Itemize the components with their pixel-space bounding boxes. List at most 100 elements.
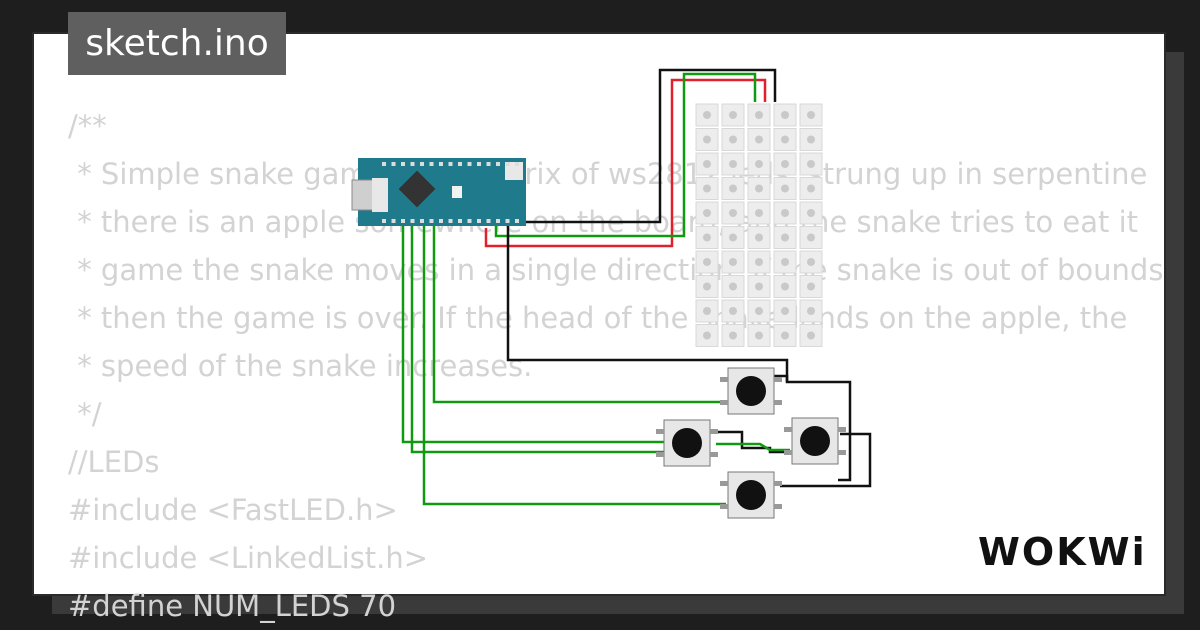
nano-pin (429, 219, 434, 223)
led-pixel-dot (729, 135, 737, 144)
nano-pin (391, 162, 396, 166)
nano-pin (477, 162, 481, 166)
wire-red (484, 78, 767, 248)
led-pixel-dot (729, 111, 737, 119)
led-pixel-dot (755, 307, 763, 315)
led-pixel-dot (781, 331, 789, 340)
code-line: #define NUM_LEDS 70 (68, 589, 397, 623)
led-pixel-dot (703, 258, 711, 266)
code-line: #include <FastLED.h> (68, 493, 398, 527)
wire-green (422, 224, 726, 506)
nano-pin (382, 219, 386, 223)
nano-pin (505, 219, 510, 223)
led-pixel-dot (729, 331, 737, 340)
led-pixel-dot (807, 258, 815, 266)
led-pixel-dot (755, 209, 763, 217)
nano-pin (496, 162, 500, 166)
led-pixel-dot (703, 307, 711, 315)
led-pixel-dot (781, 111, 789, 119)
wokwi-logo: WOKWi (978, 530, 1147, 574)
nano-pin (429, 162, 434, 166)
wire-green (401, 224, 664, 444)
wire-black (770, 374, 789, 382)
pushbutton-icon[interactable] (720, 367, 782, 415)
code-line: */ (68, 397, 102, 431)
nano-pin (448, 162, 453, 166)
led-pixel-dot (755, 258, 763, 266)
led-matrix-icon[interactable] (695, 103, 823, 347)
code-card: /** * Simple snake game on a matrix of w… (34, 34, 1164, 623)
led-pixel-dot (755, 233, 763, 242)
led-pixel-dot (807, 307, 815, 315)
led-pixel-dot (755, 135, 763, 144)
led-pixel-dot (703, 184, 711, 193)
led-pixel-dot (807, 184, 815, 193)
wire-green (432, 224, 728, 404)
led-pixel-dot (729, 282, 737, 291)
led-pixel-dot (729, 184, 737, 193)
nano-pin (401, 162, 405, 166)
nano-pin (458, 219, 462, 223)
led-pixel-dot (729, 258, 737, 266)
code-line: //LEDs (68, 445, 160, 479)
nano-pin (401, 219, 405, 223)
led-pixel-dot (755, 331, 763, 340)
wire-black (780, 432, 872, 488)
nano-pin (458, 162, 462, 166)
pushbutton-icon[interactable] (720, 471, 782, 519)
pushbutton-icon[interactable] (656, 419, 718, 467)
wire-green (410, 224, 664, 454)
code-line: * speed of the snake increases. (68, 349, 533, 383)
nano-pin (486, 219, 491, 223)
nano-pin (439, 162, 443, 166)
arduino-nano-icon[interactable] (351, 158, 526, 226)
nano-pin (515, 219, 519, 223)
wire-black (506, 68, 777, 224)
wire-green (494, 72, 757, 238)
led-pixel-dot (703, 160, 711, 168)
led-pixel-dot (703, 111, 711, 119)
led-pixel-dot (807, 233, 815, 242)
led-pixel-dot (703, 233, 711, 242)
led-pixel-dot (781, 135, 789, 144)
led-pixel-dot (781, 209, 789, 217)
led-pixel-dot (781, 233, 789, 242)
led-pixel-dot (755, 160, 763, 168)
nano-pin (420, 219, 424, 223)
pushbutton-icon[interactable] (784, 417, 846, 465)
led-pixel-dot (755, 111, 763, 119)
led-pixel-dot (729, 209, 737, 217)
nano-pin (439, 219, 443, 223)
nano-pin (467, 219, 472, 223)
nano-pin (382, 162, 386, 166)
nano-pin (420, 162, 424, 166)
wire-green (716, 442, 790, 452)
led-pixel-dot (807, 209, 815, 217)
led-pixel-dot (781, 307, 789, 315)
led-pixel-dot (703, 209, 711, 217)
led-pixel-dot (729, 160, 737, 168)
led-pixel-dot (755, 282, 763, 291)
led-pixel-dot (807, 111, 815, 119)
card-shadow-bottom (52, 596, 1184, 614)
led-pixel-dot (781, 184, 789, 193)
nano-pin (477, 219, 481, 223)
nano-pin (410, 219, 415, 223)
wires (401, 68, 872, 506)
code-line: /** (68, 109, 107, 143)
card-shadow-right (1166, 52, 1184, 612)
led-pixel-dot (703, 331, 711, 340)
led-pixel-dot (807, 282, 815, 291)
nano-pin (496, 219, 500, 223)
led-pixel-dot (755, 184, 763, 193)
led-pixel-dot (729, 233, 737, 242)
led-pixel-dot (781, 282, 789, 291)
sketch-file-tab[interactable]: sketch.ino (68, 12, 286, 75)
nano-pin (515, 162, 519, 166)
led-pixel-dot (703, 135, 711, 144)
nano-pin (505, 162, 510, 166)
nano-pin (467, 162, 472, 166)
led-pixel-dot (807, 135, 815, 144)
code-line: * then the game is over. If the head of … (68, 301, 1128, 335)
